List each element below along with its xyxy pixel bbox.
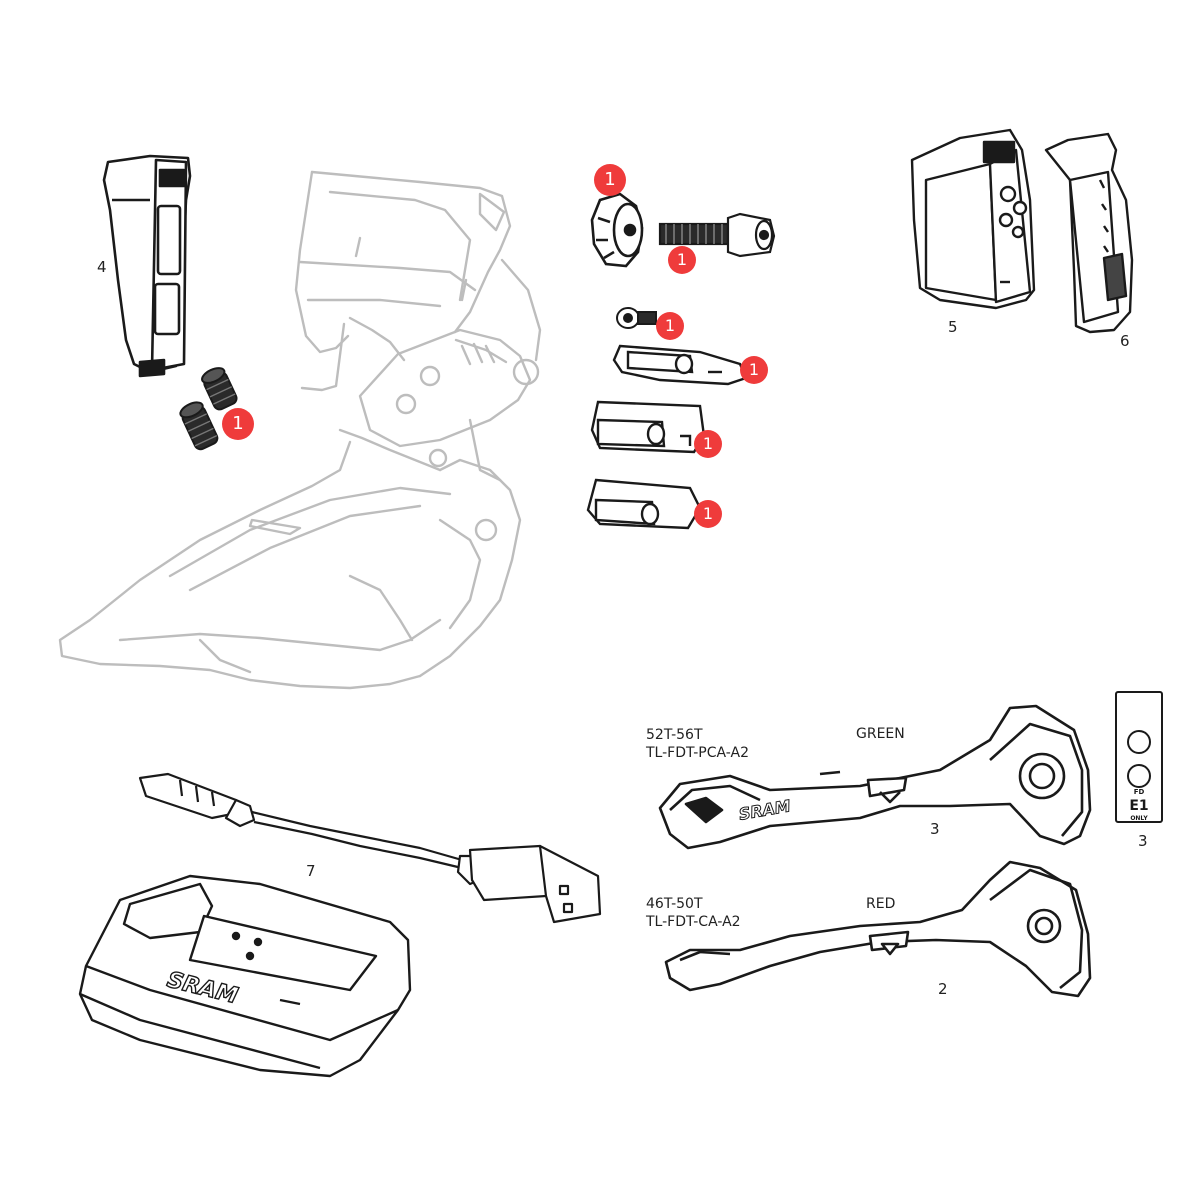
- side-cover-part: [1044, 132, 1134, 334]
- red-alignment-tool: [664, 860, 1092, 998]
- red-tool-range: 46T-50T: [646, 896, 703, 912]
- charger-dock-part: [78, 874, 412, 1078]
- front-derailleur-ghost: [58, 170, 542, 690]
- cap-part: [590, 192, 644, 268]
- shim-b: [590, 400, 706, 454]
- callout-2: 2: [938, 980, 948, 998]
- callout-7: 7: [306, 862, 316, 880]
- usb-cable-part: [138, 772, 602, 924]
- green-tool-code: TL-FDT-PCA-A2: [646, 745, 750, 761]
- shim-c: [586, 478, 702, 530]
- green-tool-range: 52T-56T: [646, 727, 703, 743]
- qty-badge-cap: 1: [594, 164, 626, 196]
- sticker-model: E1: [1129, 798, 1148, 814]
- small-bolt-part: [616, 307, 657, 329]
- green-tool-color: GREEN: [856, 726, 905, 742]
- battery-cover-part: [102, 154, 192, 378]
- callout-3-label: 3: [1138, 832, 1148, 850]
- sticker-only: ONLY: [1130, 815, 1148, 822]
- qty-badge-shim-b: 1: [694, 430, 722, 458]
- shim-a: [612, 344, 748, 386]
- red-tool-color: RED: [866, 896, 896, 912]
- bolt-part: [658, 212, 776, 258]
- sticker-fd: FD: [1134, 788, 1145, 796]
- callout-6: 6: [1120, 332, 1130, 350]
- callout-4: 4: [97, 258, 107, 276]
- qty-badge-small-bolt: 1: [656, 312, 684, 340]
- set-screws: [179, 367, 238, 451]
- fd-label-sticker: [1115, 691, 1163, 823]
- qty-badge-bolt: 1: [668, 246, 696, 274]
- qty-badge-shim-c: 1: [694, 500, 722, 528]
- qty-badge-shim-a: 1: [740, 356, 768, 384]
- green-alignment-tool: [658, 704, 1092, 850]
- callout-3-tool: 3: [930, 820, 940, 838]
- qty-badge-setscrews: 1: [222, 408, 254, 440]
- controller-module-part: [910, 128, 1036, 310]
- callout-5: 5: [948, 318, 958, 336]
- red-tool-code: TL-FDT-CA-A2: [646, 914, 741, 930]
